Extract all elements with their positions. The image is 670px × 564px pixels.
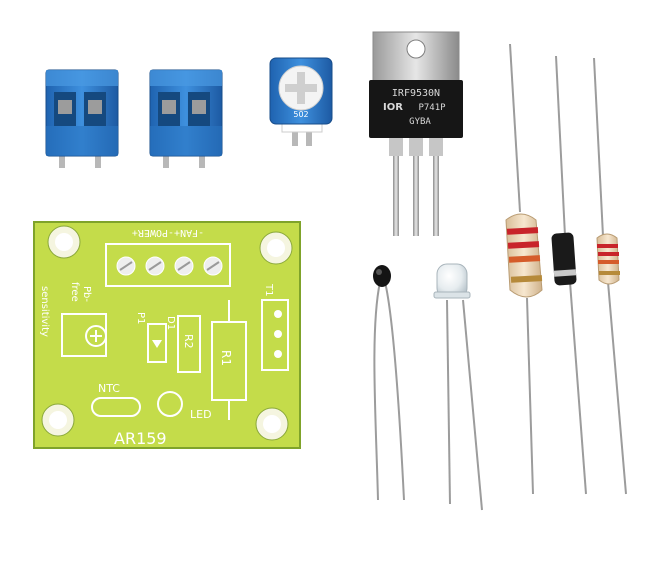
pcb-d1-label: D1	[165, 316, 176, 330]
pcb-header-label: -FAN+-POWER+	[132, 227, 204, 238]
pcb-r1-label: R1	[219, 350, 233, 366]
ntc-thermistor	[373, 265, 405, 501]
mounting-hole-tl	[47, 225, 81, 259]
pcb-t1-label: T1	[263, 283, 274, 296]
mounting-hole-tr	[259, 231, 293, 265]
trimmer-code: 502	[293, 110, 308, 119]
resistor-small	[593, 57, 627, 495]
resistor-large	[505, 43, 543, 495]
mosfet-transistor: IRF9530N IOR P741P GYBA	[369, 31, 463, 236]
screw-terminal-right	[149, 69, 223, 168]
pcb-r2-label: R2	[182, 334, 195, 349]
mosfet-part-number: IRF9530N	[392, 88, 440, 99]
mounting-hole-bl	[41, 403, 75, 437]
mosfet-brand: IOR	[383, 102, 403, 113]
pcb-ntc-label: NTC	[98, 382, 120, 395]
diode	[551, 55, 587, 495]
terminal-pad-3	[174, 256, 194, 276]
mounting-hole-br	[255, 407, 289, 441]
pcb-free-label: free	[69, 282, 80, 302]
screw-terminal-left	[45, 69, 119, 168]
pcb-board: -FAN+-POWER+ Pb- free sensitivity P1 D1 …	[33, 221, 301, 449]
mosfet-code-line: P741P	[418, 103, 446, 113]
pcb-p1-label: P1	[135, 312, 146, 324]
terminal-pad-4	[203, 256, 223, 276]
mosfet-batch-line: GYBA	[409, 117, 431, 127]
pcb-pb-label: Pb-	[81, 286, 92, 302]
led	[433, 263, 483, 511]
trimmer-potentiometer: 502	[269, 57, 333, 146]
pcb-led-label: LED	[190, 408, 212, 421]
terminal-pad-2	[145, 256, 165, 276]
terminal-pad-1	[116, 256, 136, 276]
pcb-sensitivity-label: sensitivity	[39, 286, 50, 337]
pcb-model-label: AR159	[114, 429, 167, 448]
